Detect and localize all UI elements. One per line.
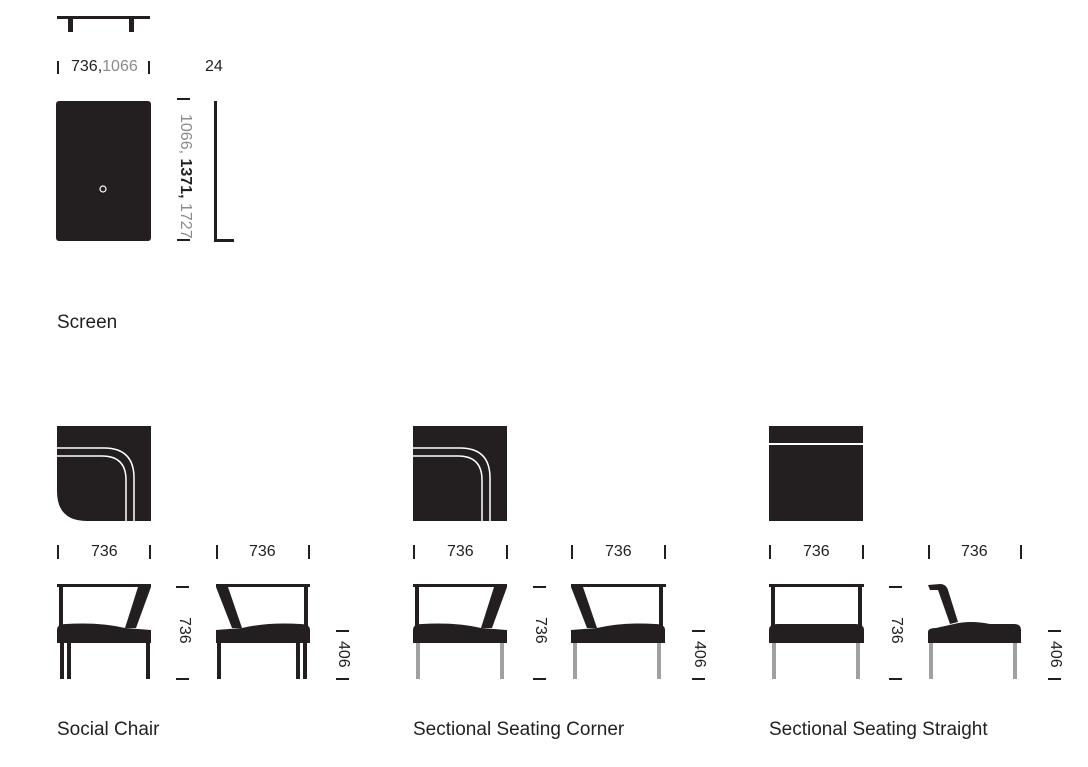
screen-width-alt: 1066 <box>102 58 138 75</box>
sectional-corner-dim-ticks <box>413 545 705 680</box>
sectional-straight-front-width: 736 <box>803 543 830 560</box>
screen-top-view <box>57 16 150 32</box>
social-chair-side-depth: 736 <box>249 543 276 560</box>
sectional-straight-height: 736 <box>888 617 905 644</box>
screen-front-view <box>56 101 151 241</box>
social-chair-top-view <box>57 426 151 521</box>
sectional-corner-top-view <box>413 426 507 521</box>
social-chair-front-view <box>57 584 151 679</box>
social-chair-name: Social Chair <box>57 719 160 740</box>
social-chair-dim-ticks <box>57 545 349 680</box>
screen-width-main: 736 <box>71 58 98 75</box>
social-chair-seat-height: 406 <box>335 641 352 668</box>
screen-height-dim-lines <box>177 98 190 241</box>
screen-width-dim-lines <box>57 61 150 74</box>
screen-height-main: 1371, <box>177 158 194 199</box>
screen-name: Screen <box>57 312 118 333</box>
sectional-straight-front-view <box>769 584 864 679</box>
sectional-straight-dim-ticks <box>769 545 1061 680</box>
screen-height-dim: 1066, 1371, 1727 <box>176 114 194 239</box>
sectional-corner-side-view <box>571 584 666 679</box>
screen-width-dim: 736,1066 <box>71 58 138 75</box>
sectional-straight-name: Sectional Seating Straight <box>769 719 988 740</box>
sectional-corner-side-depth: 736 <box>605 543 632 560</box>
screen-thickness-dim: 24 <box>205 58 223 75</box>
social-chair-front-width: 736 <box>91 543 118 560</box>
sectional-corner-height: 736 <box>532 617 549 644</box>
sectional-corner-name: Sectional Seating Corner <box>413 719 625 740</box>
sectional-corner-seat-height: 406 <box>691 641 708 668</box>
screen-height-alt1: 1066, <box>177 114 194 155</box>
screen-side-view <box>214 101 234 242</box>
sectional-straight-side-view <box>928 584 1021 679</box>
social-chair-side-view <box>216 584 310 679</box>
sectional-corner-front-width: 736 <box>447 543 474 560</box>
social-chair-height: 736 <box>176 617 193 644</box>
screen-height-alt2: 1727 <box>177 203 194 239</box>
sectional-corner-front-view <box>413 584 507 679</box>
sectional-straight-side-depth: 736 <box>961 543 988 560</box>
sectional-straight-seat-height: 406 <box>1047 641 1064 668</box>
sectional-straight-top-view <box>769 426 863 521</box>
